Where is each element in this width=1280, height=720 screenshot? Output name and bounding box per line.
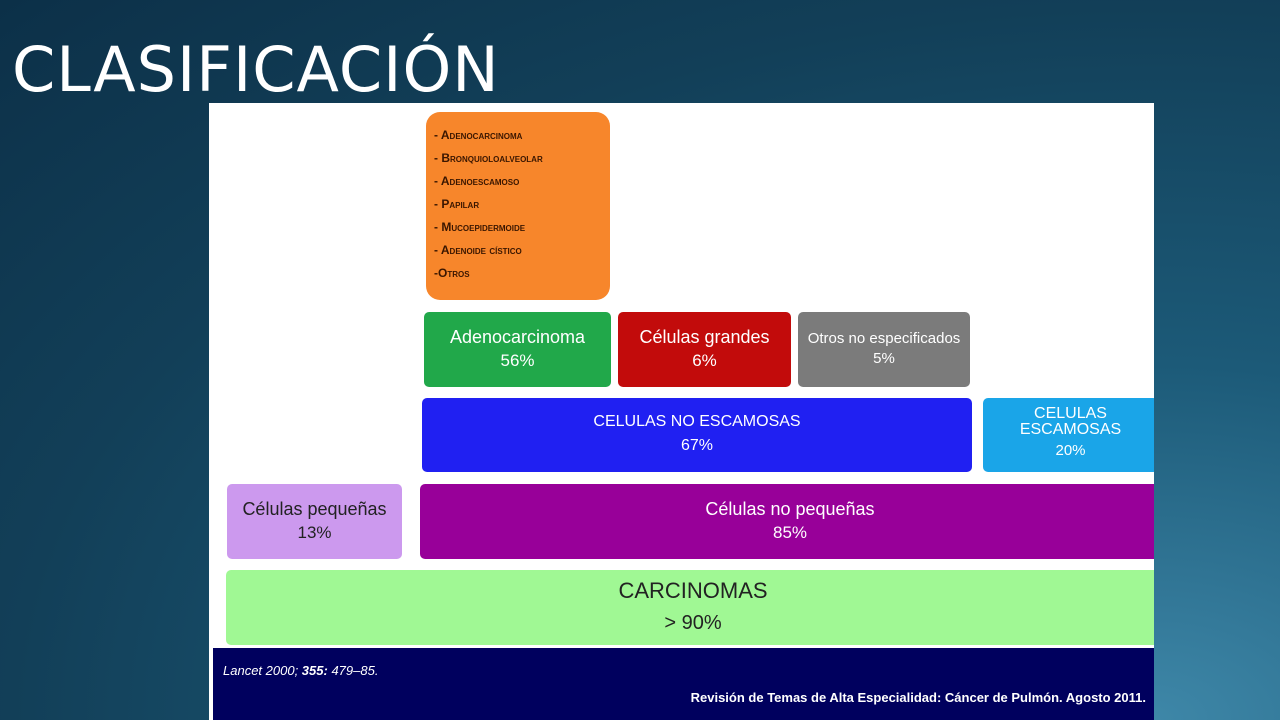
subtype-item: - Adenocarcinoma	[434, 128, 523, 142]
pequenas-percent: 13%	[297, 522, 332, 542]
subtype-item: - Adenoescamoso	[434, 174, 520, 188]
carcinomas-label: CARCINOMAS	[618, 577, 768, 603]
celulas-grandes-label: Células grandes	[639, 326, 770, 347]
pequenas-label: Células pequeñas	[242, 498, 387, 519]
otros-no-especificados-box: Otros no especificados 5%	[798, 312, 970, 387]
otros-label: Otros no especificados	[807, 329, 961, 347]
subtype-item: - Papilar	[434, 197, 480, 211]
no-escamosas-label: CELULAS NO ESCAMOSAS	[593, 413, 801, 430]
no-pequenas-label: Células no pequeñas	[705, 498, 875, 519]
lancet-reference: Lancet 2000; 355: 479–85.	[223, 663, 378, 678]
adenocarcinoma-percent: 56%	[500, 350, 535, 370]
escamosas-percent: 20%	[1055, 442, 1086, 459]
adenocarcinoma-label: Adenocarcinoma	[449, 326, 586, 347]
carcinomas-box: CARCINOMAS > 90%	[226, 570, 1154, 645]
celulas-grandes-percent: 6%	[692, 350, 717, 370]
adenocarcinoma-box: Adenocarcinoma 56%	[424, 312, 611, 387]
source-citation: Revisión de Temas de Alta Especialidad: …	[690, 690, 1146, 705]
subtype-item: - Mucoepidermoide	[434, 220, 526, 234]
celulas-no-escamosas-box: CELULAS NO ESCAMOSAS 67%	[422, 398, 972, 472]
no-pequenas-percent: 85%	[772, 522, 808, 542]
classification-diagram: - Adenocarcinoma - Bronquioloalveolar - …	[209, 103, 1154, 720]
subtype-item: - Bronquioloalveolar	[434, 151, 543, 165]
celulas-grandes-box: Células grandes 6%	[618, 312, 791, 387]
celulas-no-pequenas-box: Células no pequeñas 85%	[420, 484, 1154, 559]
ref-pages: 479–85.	[327, 663, 379, 678]
otros-percent: 5%	[873, 349, 895, 367]
celulas-escamosas-box: CELULAS ESCAMOSAS 20%	[983, 398, 1154, 472]
ref-volume: 355:	[301, 663, 328, 678]
slide-title: CLASIFICACIÓN	[12, 33, 500, 106]
subtype-item: -Otros	[434, 266, 470, 280]
no-escamosas-percent: 67%	[680, 437, 714, 454]
celulas-pequenas-box: Células pequeñas 13%	[227, 484, 402, 559]
subtype-item: - Adenoide cístico	[434, 243, 522, 257]
escamosas-label: CELULAS ESCAMOSAS	[1019, 405, 1122, 438]
citation-footer: Lancet 2000; 355: 479–85. Revisión de Te…	[213, 648, 1154, 720]
adenocarcinoma-subtypes-box: - Adenocarcinoma - Bronquioloalveolar - …	[426, 112, 610, 300]
ref-journal: Lancet 2000;	[223, 663, 302, 678]
carcinomas-percent: > 90%	[664, 611, 722, 634]
